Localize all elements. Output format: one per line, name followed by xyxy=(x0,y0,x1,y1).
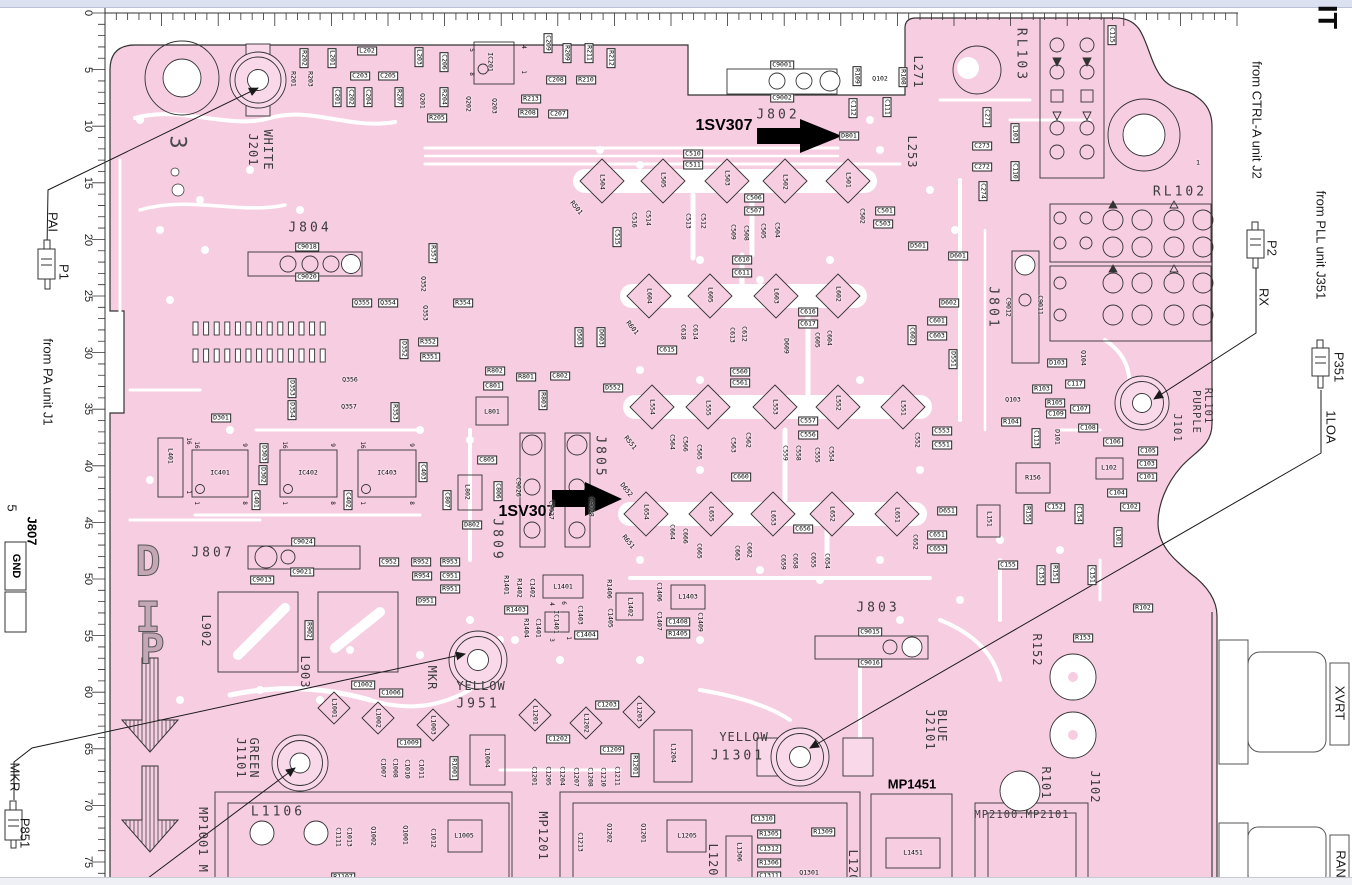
board-direction-arrows xyxy=(120,657,180,853)
connector-j1301 xyxy=(756,727,874,787)
connector-j201 xyxy=(229,43,287,117)
j807-table-cells xyxy=(4,541,27,633)
callout-leader-lines xyxy=(13,87,1322,885)
relay-rl102 xyxy=(1049,200,1214,342)
plug-p851 xyxy=(4,800,23,849)
jack-xvrt xyxy=(1218,639,1350,765)
ruler xyxy=(92,8,1238,885)
plug-p2 xyxy=(1246,221,1265,269)
edge-jacks xyxy=(1218,639,1350,885)
mounting-holes xyxy=(144,40,1181,812)
plug-p351 xyxy=(1311,339,1330,389)
connector-j101 xyxy=(1114,375,1170,431)
rf-connectors xyxy=(229,43,1170,792)
inductor-diamonds xyxy=(317,158,926,742)
pcb-board xyxy=(109,17,1218,885)
connector-j951 xyxy=(448,630,508,690)
relay-rl103 xyxy=(1039,17,1105,179)
plug-p1 xyxy=(37,239,56,290)
top-chrome-strip xyxy=(0,0,1352,8)
connector-j1101 xyxy=(271,734,329,792)
jack-ran xyxy=(1218,822,1350,885)
bottom-chrome-strip xyxy=(0,877,1352,885)
via-dots xyxy=(136,116,1064,704)
1sv307-arrows xyxy=(552,119,842,516)
cable-plugs xyxy=(4,221,1330,849)
